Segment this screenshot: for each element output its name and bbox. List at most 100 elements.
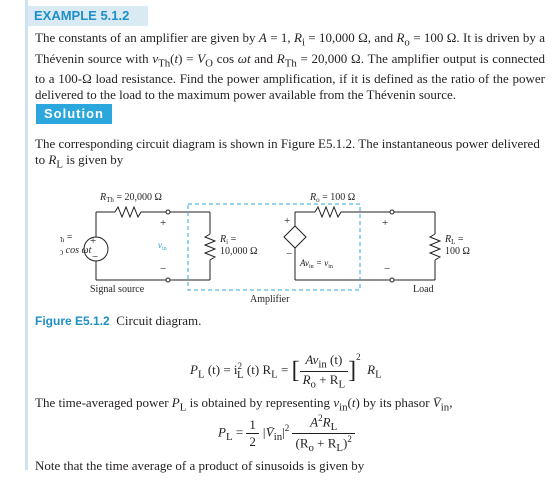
ro-label: Ro = 100 Ω: [309, 192, 355, 204]
vth-label: vTh =: [60, 232, 73, 244]
rl-subscript: L: [56, 158, 63, 171]
eq-fraction: A2RL(Ro + RL)2: [292, 413, 355, 454]
eq-sub: in: [318, 358, 327, 371]
eq-sub: L: [338, 378, 346, 391]
dep-plus: +: [284, 215, 290, 227]
rth-label: RTh = 20,000 Ω: [99, 192, 162, 204]
eq-symbol: A: [310, 414, 319, 430]
circuit-diagram: RTh = 20,000 Ω vTh = VO cos ωt + − + vin…: [60, 192, 470, 305]
eq-text: + R: [315, 371, 339, 387]
para-text: The time-averaged power: [35, 395, 172, 410]
para-text: is obtained by representing: [186, 395, 334, 410]
eq-text: ): [343, 435, 348, 451]
eq-text: |: [282, 424, 285, 440]
bracket-left: [: [291, 357, 300, 384]
dep-minus: −: [286, 248, 292, 260]
eq-sub: o: [310, 378, 316, 391]
math-source: vTh(t) = VO cos ωt and RTh = 20,000 Ω: [152, 50, 361, 70]
solution-paragraph: The corresponding circuit diagram is sho…: [35, 136, 545, 173]
vin-sub: in: [339, 401, 348, 414]
eq-numerator: A2RL: [292, 413, 355, 434]
amplifier-box: [187, 203, 361, 291]
eq-numerator: 1: [246, 417, 259, 434]
eq-sup: 2: [237, 360, 243, 371]
time-averaged-paragraph: The time-averaged power PL is obtained b…: [35, 395, 453, 414]
out-plus: +: [382, 217, 388, 229]
example-heading: EXAMPLE 5.1.2: [28, 6, 148, 26]
in-minus: −: [160, 263, 166, 275]
pl-sub: L: [179, 401, 187, 414]
figure-title: Circuit diagram.: [116, 313, 202, 328]
eq-text: (t): [326, 352, 343, 367]
src-minus: −: [92, 251, 98, 263]
math-constants: A = 1, Ri = 10,000 Ω, and Ro = 100 Ω: [258, 30, 457, 49]
eq-denominator: Ro + RL: [300, 372, 349, 391]
eq-fraction: Avin (t)Ro + RL: [299, 352, 349, 391]
eq-sub: L: [225, 431, 233, 443]
problem-text: . The amplifier output is connected to a…: [35, 50, 545, 103]
rl-symbol: R: [48, 152, 57, 167]
pl-symbol: P: [171, 395, 180, 410]
eq-sub: L: [375, 368, 382, 381]
eq-sub: L: [330, 420, 338, 433]
rl-value: 100 Ω: [445, 246, 470, 257]
solution-heading: Solution: [36, 104, 112, 124]
ri-value: 10,000 Ω: [220, 246, 257, 257]
para-text: ,: [449, 395, 453, 410]
eq-sup: 2: [347, 433, 352, 444]
eq-symbol: P: [190, 362, 198, 378]
margin-rule: [25, 0, 28, 470]
solution-text: is given by: [62, 152, 124, 167]
eq-sub: o: [308, 441, 314, 454]
signal-source-label: Signal source: [90, 284, 145, 295]
eq-symbol: P: [218, 424, 226, 440]
problem-statement: The constants of an amplifier are given …: [35, 30, 545, 103]
solution-text: The corresponding circuit diagram is sho…: [35, 136, 540, 167]
vo-label: VO cos ωt: [60, 245, 92, 257]
bracket-right: ]: [348, 357, 357, 384]
load-label: Load: [413, 284, 434, 295]
amplifier-label: Amplifier: [250, 294, 290, 305]
eq-text: |V̄: [262, 424, 274, 440]
eq-numerator: Avin (t): [299, 352, 349, 372]
eq-symbol: Av: [305, 352, 319, 367]
dep-label: Avin = vin: [299, 258, 333, 270]
eq-sup: 2: [356, 352, 361, 363]
eq-denominator: 2: [249, 433, 256, 449]
equation-instantaneous-power: PL (t) = i2L (t) RL = [Avin (t)Ro + RL]2…: [190, 352, 382, 390]
figure-number: Figure E5.1.2: [35, 314, 110, 328]
eq-text: (t) R: [243, 362, 272, 378]
eq-symbol: R: [302, 371, 311, 387]
eq-sup: 2: [284, 423, 290, 434]
figure-caption: Figure E5.1.2 Circuit diagram.: [35, 313, 201, 329]
eq-text: + R: [313, 435, 337, 451]
ri-label: Ri =: [219, 234, 237, 246]
eq-symbol: R: [367, 362, 376, 378]
problem-text: . It is driven by a Thévenin source with: [35, 30, 545, 66]
vin-label: vin: [158, 240, 167, 252]
note-paragraph: Note that the time average of a product …: [35, 458, 365, 473]
eq-sub: L: [336, 441, 344, 454]
in-plus: +: [160, 217, 166, 229]
vin-phasor: V̄: [432, 395, 441, 410]
vin-sub: in: [440, 401, 450, 414]
src-plus: +: [90, 235, 96, 247]
para-text: by its phasor: [359, 395, 433, 410]
out-minus: −: [384, 263, 390, 275]
vin-t-symbol: v: [333, 395, 340, 410]
eq-sub: L: [197, 368, 205, 381]
eq-text: =: [232, 424, 247, 440]
eq-sup: 2: [318, 413, 323, 423]
eq-denominator: (Ro + RL)2: [292, 434, 354, 454]
eq-symbol: R: [322, 414, 331, 430]
problem-text: The constants of an amplifier are given …: [35, 30, 259, 45]
eq-text: =: [277, 362, 292, 378]
eq-text: (R: [295, 435, 309, 451]
eq-sub: L: [271, 368, 278, 381]
eq-text: (t) = i: [204, 362, 238, 378]
eq-sub: in: [273, 431, 283, 443]
rl-label: RL =: [444, 234, 464, 246]
eq-sub: L: [237, 368, 244, 381]
